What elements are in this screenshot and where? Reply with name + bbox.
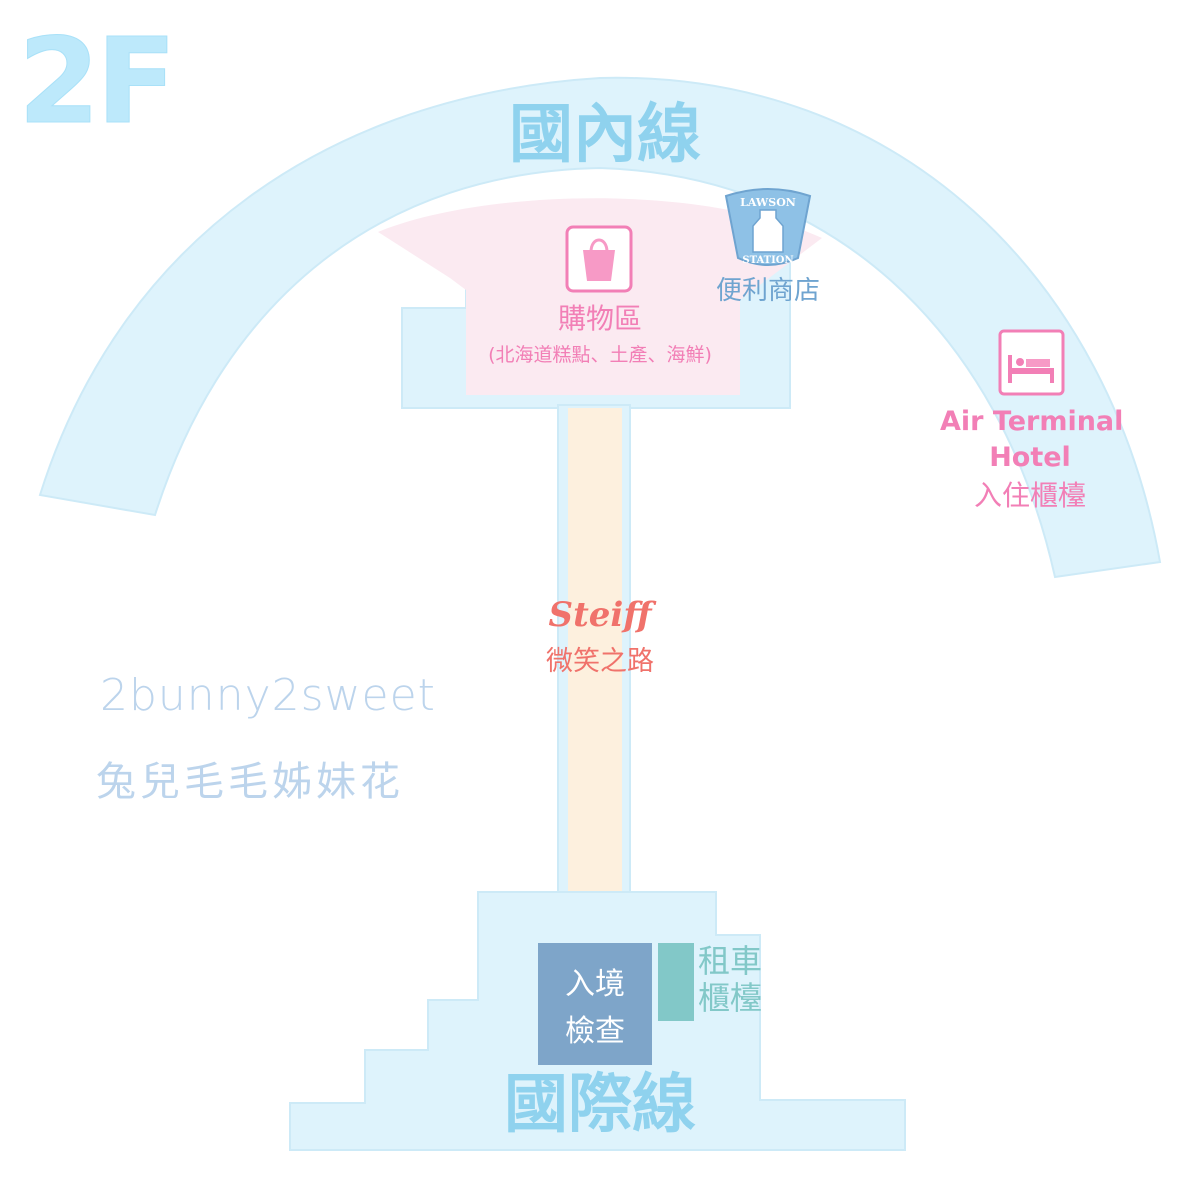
shopping-area [378,198,822,395]
domestic-terminal-arc [38,76,1162,579]
shopping-area-subtitle: (北海道糕點、土產、海鮮) [488,344,712,366]
smile-road-corridor [568,408,622,895]
milk-can-icon: LAWSON STATION [724,188,812,266]
floor-label: 2F [18,12,178,150]
hotel-name-line1: Air Terminal [940,406,1124,437]
domestic-terminal-label: 國內線 [509,98,701,172]
international-terminal-label: 國際線 [504,1068,696,1142]
rental-counter-bar [658,943,694,1021]
shopping-bag-icon [565,225,633,293]
steiff-logo: Steiff [548,595,652,635]
rental-line1: 租車 [698,942,763,980]
immigration-box [538,943,652,1065]
watermark-english: 2bunny2sweet [100,670,436,721]
immigration-line1: 入境 [565,967,625,1002]
rental-line2: 櫃檯 [698,978,763,1017]
immigration-label: 入境 檢查 [538,962,652,1055]
rental-counter-label: 租車 櫃檯 [698,943,778,1017]
hotel-checkin-label: 入住櫃檯 [973,479,1086,512]
smile-road-label: 微笑之路 [546,646,654,677]
immigration-line2: 檢查 [565,1013,625,1049]
lawson-logo-top: LAWSON [740,196,796,209]
lawson-logo-bottom: STATION [742,255,793,266]
watermark-chinese: 兔兒毛毛姊妹花 [96,759,404,805]
bed-icon [998,329,1065,396]
shopping-area-title: 購物區 [557,302,642,335]
hotel-name-line2: Hotel [989,442,1071,473]
convenience-store-label: 便利商店 [715,276,820,306]
